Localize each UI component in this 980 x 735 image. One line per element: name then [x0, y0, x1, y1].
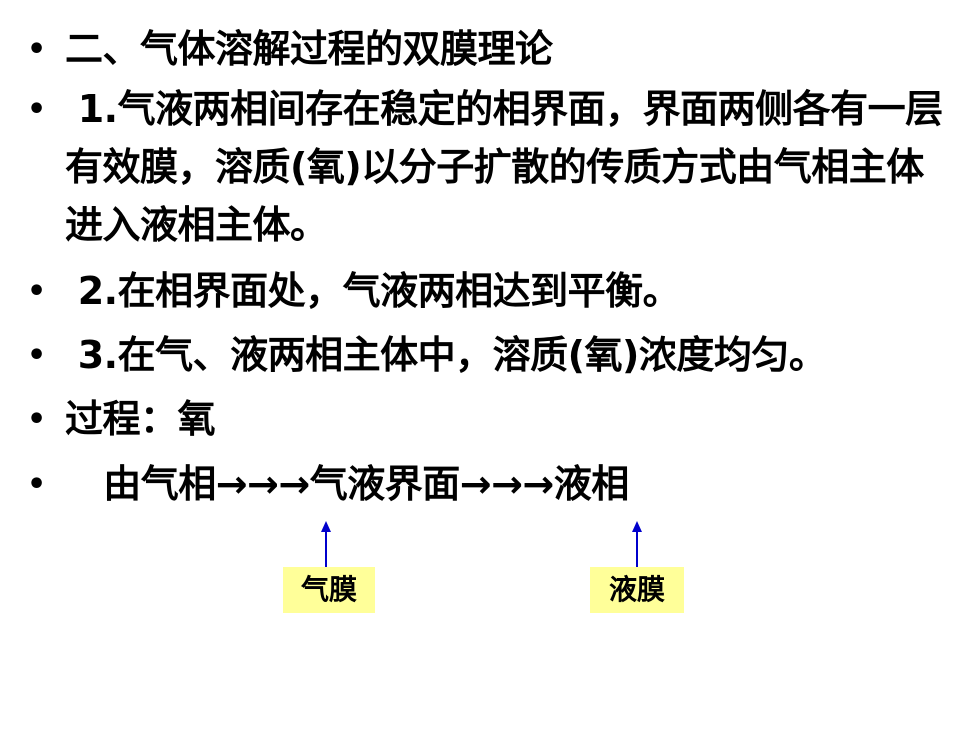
bullet-dot: • — [27, 338, 47, 373]
bullet-dot: • — [27, 467, 47, 502]
liquid-film-label: 液膜 — [590, 567, 684, 613]
gas-film-pointer-line — [325, 530, 327, 567]
bullet-text: 1.气液两相间存在稳定的相界面，界面两侧各有一层有效膜，溶质(氧)以分子扩散的传… — [65, 87, 943, 247]
gas-film-label: 气膜 — [283, 567, 375, 613]
bullet-dot: • — [27, 32, 47, 67]
bullet-text: 二、气体溶解过程的双膜理论 — [65, 27, 553, 71]
bullet-text: 3.在气、液两相主体中，溶质(氧)浓度均匀。 — [65, 333, 827, 377]
bullet-text: 由气相→→→气液界面→→→液相 — [65, 462, 629, 506]
bullet-text: 过程：氧 — [65, 397, 216, 441]
up-arrow-icon — [321, 521, 331, 532]
bullet-text: 2.在相界面处，气液两相达到平衡。 — [65, 269, 681, 313]
bullet-dot: • — [27, 274, 47, 309]
bullet-dot: • — [27, 92, 47, 127]
bullet-dot: • — [27, 402, 47, 437]
liquid-film-pointer-line — [636, 530, 638, 567]
up-arrow-icon — [632, 521, 642, 532]
